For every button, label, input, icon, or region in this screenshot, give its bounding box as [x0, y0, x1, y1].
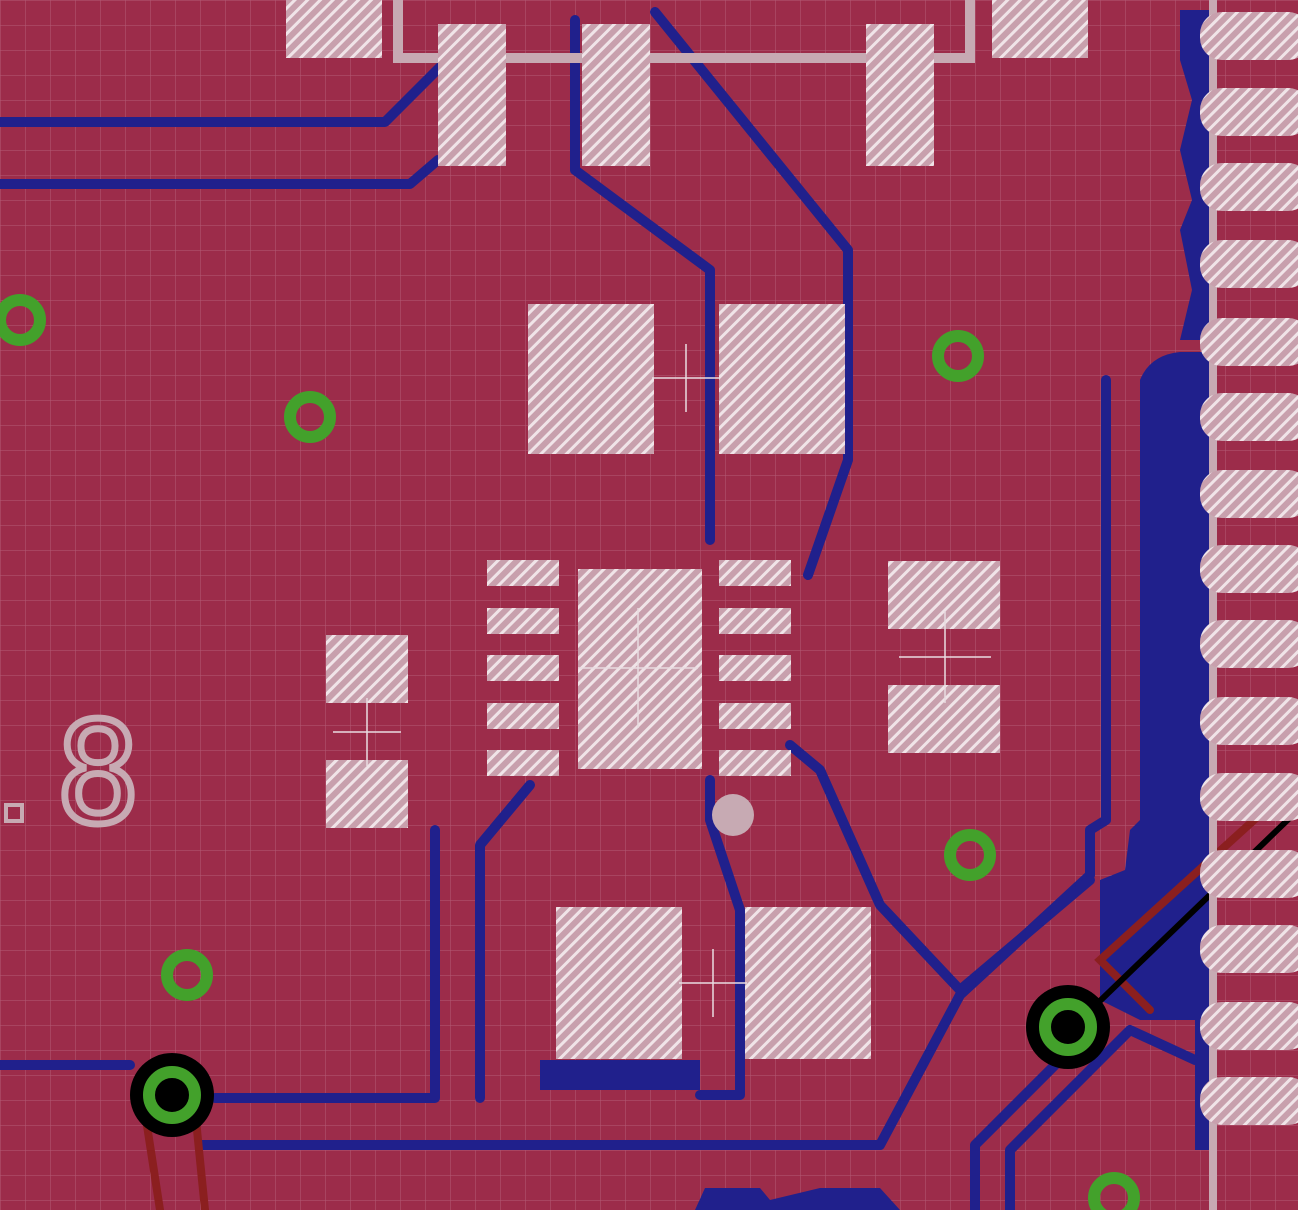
pad-edge-13[interactable]: [1200, 925, 1298, 973]
unplated-hole[interactable]: [712, 794, 754, 836]
bottom-edge-pour[interactable]: [695, 1188, 900, 1210]
trace-bottom-diag[interactable]: [970, 1025, 1095, 1210]
trace-top-left-2[interactable]: [0, 155, 443, 189]
via-7[interactable]: [1039, 998, 1097, 1056]
pad-edge-5[interactable]: [1200, 318, 1298, 366]
via-7-outline: [1026, 985, 1110, 1069]
pad-ic-l4[interactable]: [487, 703, 559, 729]
silkscreen-label: 8: [56, 693, 140, 856]
pad-edge-2[interactable]: [1200, 88, 1298, 136]
pad-edge-11[interactable]: [1200, 773, 1298, 821]
pad-conn-1[interactable]: [286, 0, 382, 58]
pad-conn-3[interactable]: [582, 24, 650, 166]
trace-bottom-right[interactable]: [1005, 1025, 1200, 1210]
copper-traces: [0, 7, 1200, 1210]
pad-c2-1[interactable]: [556, 907, 682, 1059]
via-4[interactable]: [944, 829, 996, 881]
pad-edge-8[interactable]: [1200, 545, 1298, 593]
pad-ic-l2[interactable]: [487, 608, 559, 634]
pad-ic-l1[interactable]: [487, 560, 559, 586]
trace-top-center-1[interactable]: [570, 15, 715, 545]
via-6[interactable]: [143, 1066, 201, 1124]
trace-top-left-1[interactable]: [0, 62, 445, 127]
via-8[interactable]: [1088, 1172, 1140, 1210]
pad-r1-2[interactable]: [326, 760, 408, 828]
via-3[interactable]: [932, 330, 984, 382]
component-origins: [333, 344, 991, 1017]
pad-ic-r1[interactable]: [719, 560, 791, 586]
pad-ic-r3[interactable]: [719, 655, 791, 681]
pad-ic-l5[interactable]: [487, 750, 559, 776]
pad-edge-3[interactable]: [1200, 163, 1298, 211]
pad-conn-4[interactable]: [866, 24, 934, 166]
origin-c2: [679, 949, 747, 1017]
pad-c1-2[interactable]: [719, 304, 845, 454]
connector-outline: [393, 0, 975, 63]
pad-edge-12[interactable]: [1200, 850, 1298, 898]
pad-r1-1[interactable]: [326, 635, 408, 703]
pad-edge-9[interactable]: [1200, 620, 1298, 668]
via-1[interactable]: [0, 294, 46, 346]
via-layer: [0, 294, 1140, 1210]
trace-ic-right-diag[interactable]: [785, 740, 1095, 995]
silkscreen-dot: [4, 803, 24, 823]
pad-edge-4[interactable]: [1200, 240, 1298, 288]
outline-traces: [1072, 807, 1298, 1028]
pad-ic-r4[interactable]: [719, 703, 791, 729]
pad-c2-2[interactable]: [745, 907, 871, 1059]
pad-edge-14[interactable]: [1200, 1002, 1298, 1050]
pad-ic-l3[interactable]: [487, 655, 559, 681]
pad-ic-r5[interactable]: [719, 750, 791, 776]
via-2[interactable]: [284, 391, 336, 443]
trace-left-bottom[interactable]: [210, 825, 440, 1103]
top-trace-right[interactable]: [1094, 776, 1298, 1014]
pad-edge-15[interactable]: [1200, 1077, 1298, 1125]
origin-r1: [333, 698, 401, 766]
via-5[interactable]: [161, 949, 213, 1001]
outline-trace-right: [1072, 807, 1298, 1028]
pad-edge-10[interactable]: [1200, 697, 1298, 745]
pad-r2-2[interactable]: [888, 685, 1000, 753]
via-6-outline: [130, 1053, 214, 1137]
origin-ic: [578, 608, 698, 728]
origin-r2: [899, 611, 991, 703]
pad-ic-r2[interactable]: [719, 608, 791, 634]
origin-c1: [652, 344, 720, 412]
right-copper-pour[interactable]: [1100, 352, 1215, 1150]
pad-r2-1[interactable]: [888, 561, 1000, 629]
pad-edge-6[interactable]: [1200, 393, 1298, 441]
pad-conn-2[interactable]: [438, 24, 506, 166]
pad-conn-5[interactable]: [992, 0, 1088, 58]
trace-center-bottom[interactable]: [475, 780, 535, 1103]
trace-ic-down[interactable]: [695, 775, 745, 1100]
bottom-copper-pour[interactable]: [540, 1060, 700, 1090]
pad-c1-1[interactable]: [528, 304, 654, 454]
pad-edge-1[interactable]: [1200, 12, 1298, 60]
pad-edge-7[interactable]: [1200, 470, 1298, 518]
pad-layer: [286, 0, 1298, 1125]
pad-ic-thermal[interactable]: [578, 569, 702, 769]
